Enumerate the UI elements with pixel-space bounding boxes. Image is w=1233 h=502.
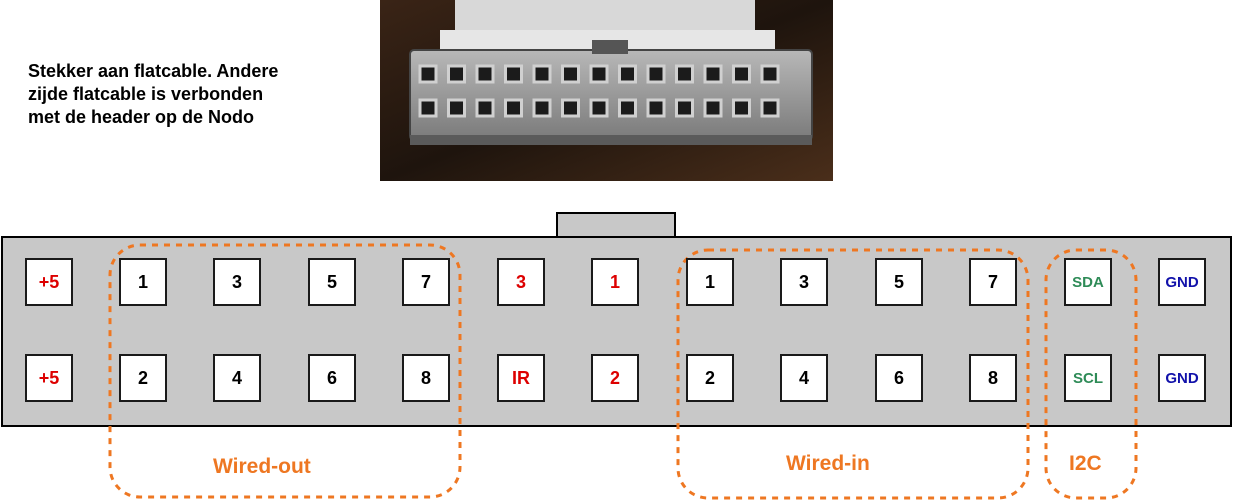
connector-photo-drawing	[380, 0, 833, 181]
pin-top-8: 1	[686, 258, 734, 306]
connector-hole	[561, 98, 580, 118]
connector-hole	[703, 98, 723, 118]
connector-hole	[447, 64, 466, 84]
pin-bottom-4: 6	[308, 354, 356, 402]
connector-hole	[675, 64, 694, 84]
connector-hole	[561, 64, 580, 84]
caption-line: met de header op de Nodo	[28, 107, 255, 127]
connector-hole	[589, 98, 609, 118]
connector-hole	[675, 98, 694, 118]
connector-hole	[475, 64, 495, 84]
pin-top-3: 3	[213, 258, 261, 306]
connector-holes	[418, 64, 780, 118]
caption-line: zijde flatcable is verbonden	[28, 84, 264, 104]
wired-out-label: Wired-out	[213, 455, 311, 478]
connector-hole	[732, 64, 751, 84]
connector-hole	[760, 98, 780, 118]
connector-hole	[646, 64, 666, 84]
i2c-label: I2C	[1069, 452, 1102, 475]
pin-top-6: 3	[497, 258, 545, 306]
pin-bottom-2: 2	[119, 354, 167, 402]
pin-top-2: 1	[119, 258, 167, 306]
connector-hole	[703, 64, 723, 84]
pin-bottom-11: 8	[969, 354, 1017, 402]
pin-top-4: 5	[308, 258, 356, 306]
pin-bottom-13: GND	[1158, 354, 1206, 402]
connector-hole	[646, 98, 666, 118]
pin-bottom-7: 2	[591, 354, 639, 402]
connector-hole	[532, 64, 552, 84]
caption-line: Stekker aan flatcable. Andere	[28, 61, 279, 81]
connector-hole	[618, 64, 637, 84]
connector-hole	[618, 98, 637, 118]
pin-top-5: 7	[402, 258, 450, 306]
pin-top-12: SDA	[1064, 258, 1112, 306]
connector-hole	[418, 98, 438, 118]
connector-hole	[418, 64, 438, 84]
pin-top-11: 7	[969, 258, 1017, 306]
connector-photo	[380, 0, 833, 181]
connector-hole	[504, 64, 523, 84]
pin-top-7: 1	[591, 258, 639, 306]
pin-bottom-1: +5	[25, 354, 73, 402]
pin-top-9: 3	[780, 258, 828, 306]
header-key-notch	[556, 212, 676, 240]
wired-in-label: Wired-in	[786, 452, 870, 475]
pin-bottom-10: 6	[875, 354, 923, 402]
connector-hole	[447, 98, 466, 118]
pin-bottom-12: SCL	[1064, 354, 1112, 402]
pin-bottom-3: 4	[213, 354, 261, 402]
pin-bottom-9: 4	[780, 354, 828, 402]
pin-top-1: +5	[25, 258, 73, 306]
pin-top-10: 5	[875, 258, 923, 306]
connector-hole	[532, 98, 552, 118]
connector-hole	[475, 98, 495, 118]
connector-hole	[504, 98, 523, 118]
pin-bottom-8: 2	[686, 354, 734, 402]
connector-hole	[589, 64, 609, 84]
pin-top-13: GND	[1158, 258, 1206, 306]
connector-hole	[760, 64, 780, 84]
pin-bottom-5: 8	[402, 354, 450, 402]
caption: Stekker aan flatcable. Andere zijde flat…	[28, 60, 358, 129]
pin-bottom-6: IR	[497, 354, 545, 402]
connector-hole	[732, 98, 751, 118]
